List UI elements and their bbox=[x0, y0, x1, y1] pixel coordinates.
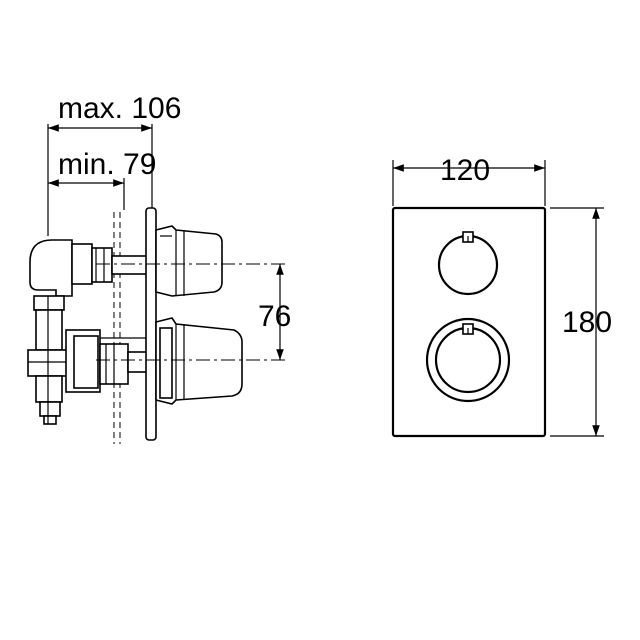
pipe-elbow bbox=[29, 239, 153, 297]
vertical-pipe bbox=[27, 295, 69, 425]
max-depth-label: max. 106 bbox=[58, 92, 181, 125]
lower-knob bbox=[425, 317, 511, 403]
lower-handle-side bbox=[155, 317, 243, 405]
front-view: 120 180 bbox=[391, 154, 612, 438]
plate-height-label: 180 bbox=[562, 306, 612, 339]
upper-knob bbox=[437, 231, 499, 296]
side-view: max. 106 min. 79 bbox=[27, 92, 291, 444]
min-depth-label: min. 79 bbox=[58, 148, 156, 181]
front-plate bbox=[391, 206, 547, 438]
plate-width-label: 120 bbox=[440, 154, 490, 187]
wall-plate-side bbox=[145, 207, 157, 441]
upper-handle-side bbox=[155, 225, 223, 297]
valve-body bbox=[65, 329, 153, 393]
handle-spacing-label: 76 bbox=[258, 300, 291, 333]
